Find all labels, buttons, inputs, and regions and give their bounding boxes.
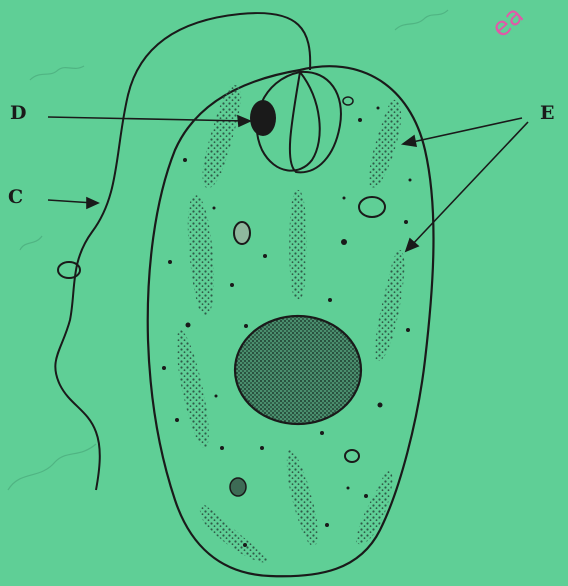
- paramylon-granule: [345, 450, 359, 462]
- paramylon-granule: [230, 478, 246, 496]
- paramylon-granule: [343, 97, 353, 105]
- eyespot: [250, 100, 276, 136]
- chloroplast: [356, 469, 392, 544]
- chloroplast: [188, 195, 214, 316]
- chloroplast: [287, 450, 318, 546]
- arrow-e-lower: [410, 122, 528, 247]
- arrow-e-upper: [408, 118, 522, 143]
- chloroplast: [177, 330, 209, 448]
- paramylon-granule: [359, 197, 385, 217]
- reservoir-loop-right: [290, 72, 341, 172]
- nucleus: [235, 316, 361, 424]
- label-e: E: [540, 102, 554, 124]
- arrowhead-c: [87, 198, 98, 208]
- paramylon-granule: [234, 222, 250, 244]
- label-c: C: [8, 186, 23, 208]
- label-d: D: [10, 102, 26, 124]
- chloroplast: [369, 100, 401, 188]
- chloroplast: [203, 85, 242, 188]
- arrowhead-e-upper: [403, 136, 416, 146]
- chloroplast: [375, 250, 404, 361]
- chloroplast: [289, 190, 306, 300]
- arrowhead-d: [238, 116, 250, 126]
